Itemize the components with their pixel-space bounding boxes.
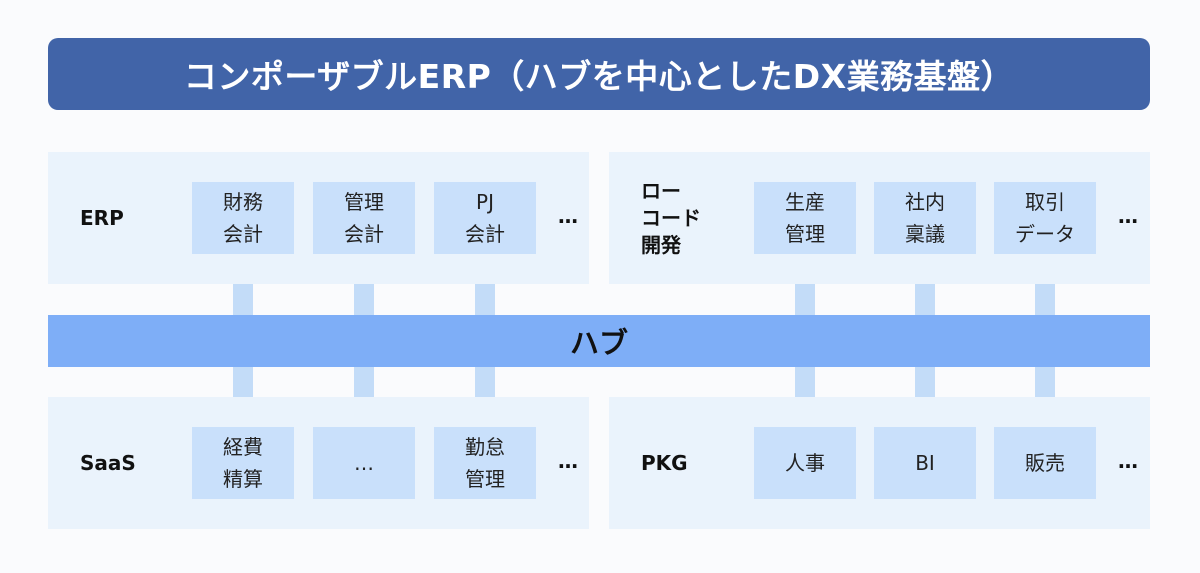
module-pkg-sales: 販売 <box>994 427 1096 499</box>
module-erp-management: 管理会計 <box>313 182 415 254</box>
module-pkg-hr: 人事 <box>754 427 856 499</box>
lowcode-more-ellipsis: … <box>1118 204 1138 228</box>
module-saas-expense: 経費精算 <box>192 427 294 499</box>
pkg-panel-label: PKG <box>641 450 688 475</box>
module-erp-finance: 財務会計 <box>192 182 294 254</box>
pkg-more-ellipsis: … <box>1118 449 1138 473</box>
erp-panel-label: ERP <box>80 205 124 230</box>
lowcode-panel-label: ローコード開発 <box>641 178 701 257</box>
module-saas-attendance: 勤怠管理 <box>434 427 536 499</box>
erp-more-ellipsis: … <box>558 204 578 228</box>
hub-bar: ハブ <box>48 315 1150 367</box>
diagram-title: コンポーザブルERP（ハブを中心としたDX業務基盤） <box>48 38 1150 110</box>
module-pkg-bi: BI <box>874 427 976 499</box>
saas-more-ellipsis: … <box>558 449 578 473</box>
module-lowcode-production: 生産管理 <box>754 182 856 254</box>
module-saas-other: … <box>313 427 415 499</box>
saas-panel-label: SaaS <box>80 450 136 475</box>
module-lowcode-trade-data: 取引データ <box>994 182 1096 254</box>
module-lowcode-approval: 社内稟議 <box>874 182 976 254</box>
